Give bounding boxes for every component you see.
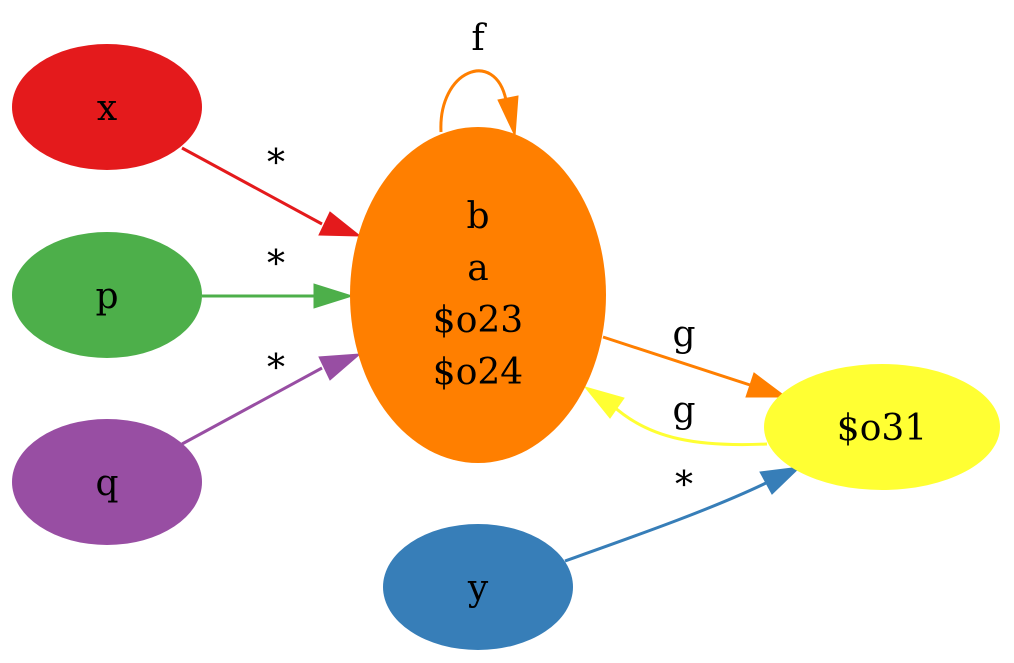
node-p-label: p [95,276,118,317]
edge-b-o31-line [602,335,751,387]
edge-q-b-label: * [267,348,285,389]
node-x: x [12,44,202,170]
node-b-label-line3: $o23 [433,300,523,341]
edge-y-o31-label: * [675,465,693,506]
node-o31-label: $o31 [837,408,927,449]
edge-b-o31-label: g [672,314,695,355]
node-p: p [12,232,202,358]
edge-b-b-arrowhead [497,95,519,138]
edge-y-o31-line [564,481,767,563]
node-b-shape [350,127,606,463]
node-y-label: y [467,568,489,609]
edge-x-b-label: * [267,143,285,184]
node-q-shape [12,419,202,545]
edge-y-o31: * [564,465,802,563]
edge-x-b-arrowhead [318,211,362,237]
node-x-shape [12,44,202,170]
edge-o31-b-line [610,403,768,447]
node-x-label: x [97,88,117,129]
node-y-shape [383,524,573,650]
node-b-label-line2: a [467,248,488,289]
edge-b-b-line [439,69,508,133]
node-o31: $o31 [764,364,1000,490]
node-b-label-line4: $o24 [433,352,523,393]
node-o31-shape [764,364,1000,490]
edge-b-o31: g [602,314,788,398]
edge-y-o31-arrowhead [759,466,802,495]
edge-o31-b: g [583,386,768,447]
edge-o31-b-arrowhead [583,386,625,419]
edge-q-b: * [181,348,362,446]
edges: * * * f g g [181,18,802,563]
edge-b-b-label: f [471,18,487,59]
node-b-label-line1: b [466,196,489,237]
node-p-shape [12,232,202,358]
edge-x-b-line [181,146,323,226]
node-q-label: q [95,463,118,504]
node-y: y [383,524,573,650]
edge-p-b-arrowhead [313,283,354,309]
edge-p-b: * [202,244,354,309]
nodes: x p q b a $o23 $o24 $o31 y [12,44,1000,650]
edge-b-b: f [439,18,519,138]
edge-x-b: * [181,143,362,237]
edge-o31-b-label: g [672,390,695,431]
edge-q-b-arrowhead [318,353,362,381]
node-q: q [12,419,202,545]
edge-q-b-line [181,366,323,446]
node-b: b a $o23 $o24 [350,127,606,463]
edge-p-b-label: * [267,244,285,285]
edge-b-o31-arrowhead [745,372,788,398]
